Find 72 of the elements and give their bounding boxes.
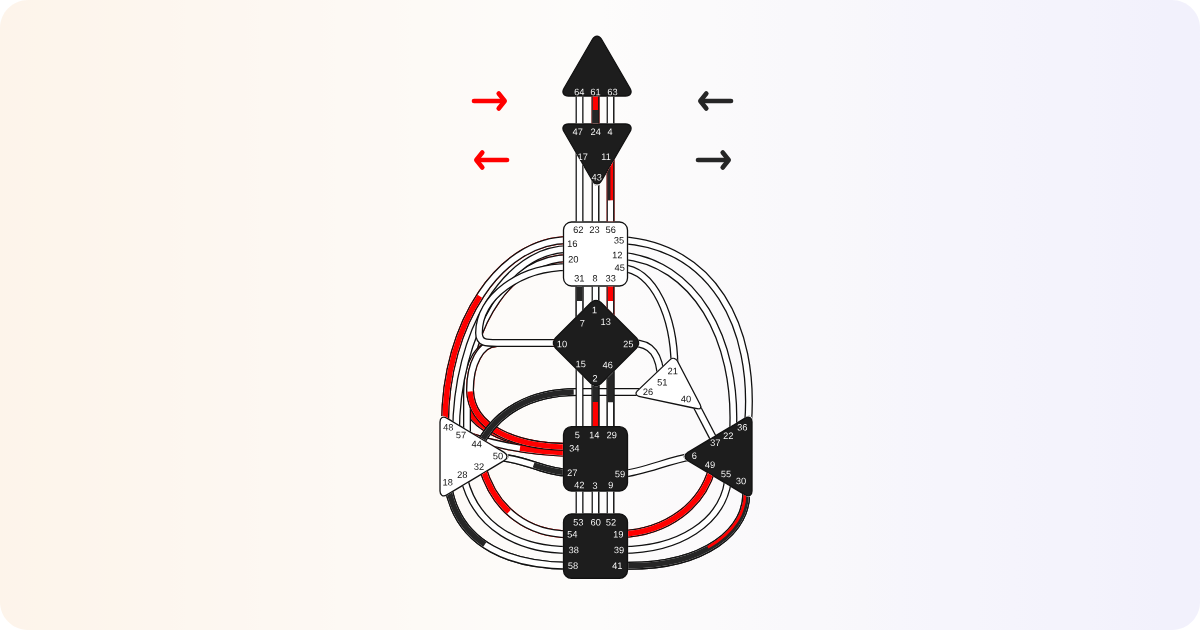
gate-number: 32 xyxy=(474,463,484,470)
gate-number: 41 xyxy=(612,562,623,569)
gate-number: 28 xyxy=(457,471,468,478)
gate-number: 54 xyxy=(567,531,578,538)
gate-number: 44 xyxy=(471,440,482,448)
square-node xyxy=(562,221,629,287)
gate-number: 62 xyxy=(573,226,583,233)
gate-number: 18 xyxy=(443,479,453,486)
gate-number: 42 xyxy=(574,481,584,489)
gate-number: 40 xyxy=(681,395,691,403)
gate-number: 19 xyxy=(613,531,624,538)
gate-number: 64 xyxy=(574,88,585,96)
gate-number: 50 xyxy=(493,452,503,460)
diamond-node xyxy=(552,299,640,387)
gate-number: 46 xyxy=(602,361,613,369)
gate-number: 24 xyxy=(591,128,601,135)
gate-number: 35 xyxy=(614,237,624,244)
gate-number: 45 xyxy=(614,264,625,271)
gate-number: 1 xyxy=(592,306,597,314)
gate-number: 8 xyxy=(592,275,598,282)
gate-number: 25 xyxy=(623,340,634,348)
gate-number: 61 xyxy=(590,88,601,96)
gate-number: 2 xyxy=(592,375,598,382)
triangle-node xyxy=(439,416,508,497)
gate-number: 5 xyxy=(575,431,580,439)
gate-number: 14 xyxy=(589,431,600,439)
gate-number: 49 xyxy=(705,461,715,468)
triangle-node xyxy=(562,123,632,185)
gate-number: 34 xyxy=(569,445,580,452)
gate-number: 55 xyxy=(721,470,731,478)
gate-number: 38 xyxy=(568,546,579,554)
gate-number: 53 xyxy=(573,519,584,526)
gate-number: 16 xyxy=(567,240,578,247)
gate-number: 39 xyxy=(614,546,624,554)
gate-number: 30 xyxy=(736,477,746,485)
gate-number: 7 xyxy=(580,320,585,327)
gate-number: 60 xyxy=(591,519,601,526)
gate-number: 48 xyxy=(443,424,454,431)
square-node xyxy=(562,426,629,492)
gate-number: 57 xyxy=(456,431,466,439)
gate-number: 6 xyxy=(692,452,697,459)
gate-number: 11 xyxy=(601,153,611,160)
gate-number: 12 xyxy=(612,251,622,259)
gate-number: 23 xyxy=(589,226,600,233)
gate-number: 9 xyxy=(608,481,613,489)
gate-number: 36 xyxy=(737,424,748,431)
gate-number: 33 xyxy=(605,275,616,282)
gate-number: 31 xyxy=(574,275,585,282)
gate-number: 29 xyxy=(607,431,617,439)
gate-number: 27 xyxy=(567,469,577,476)
gate-number: 47 xyxy=(572,128,583,135)
gate-number: 20 xyxy=(568,256,579,263)
gate-number: 10 xyxy=(557,340,567,348)
gate-number: 4 xyxy=(607,128,613,135)
gate-number: 58 xyxy=(568,562,578,569)
gate-number: 51 xyxy=(657,379,668,386)
gate-number: 63 xyxy=(607,88,618,96)
triangle-node xyxy=(562,35,632,97)
gate-number: 13 xyxy=(601,318,611,325)
square-node xyxy=(562,513,629,579)
gate-number: 26 xyxy=(643,388,653,396)
gate-number: 43 xyxy=(591,174,602,181)
gate-number: 59 xyxy=(615,470,625,478)
triangle-node xyxy=(635,357,702,410)
gate-number: 21 xyxy=(668,367,678,375)
triangle-node xyxy=(684,416,753,497)
gate-number: 37 xyxy=(710,439,720,446)
gate-number: 3 xyxy=(592,482,598,489)
gate-number: 56 xyxy=(605,226,616,233)
gate-number: 52 xyxy=(606,519,616,526)
gate-number: 22 xyxy=(723,432,733,439)
gate-number: 15 xyxy=(576,360,586,368)
